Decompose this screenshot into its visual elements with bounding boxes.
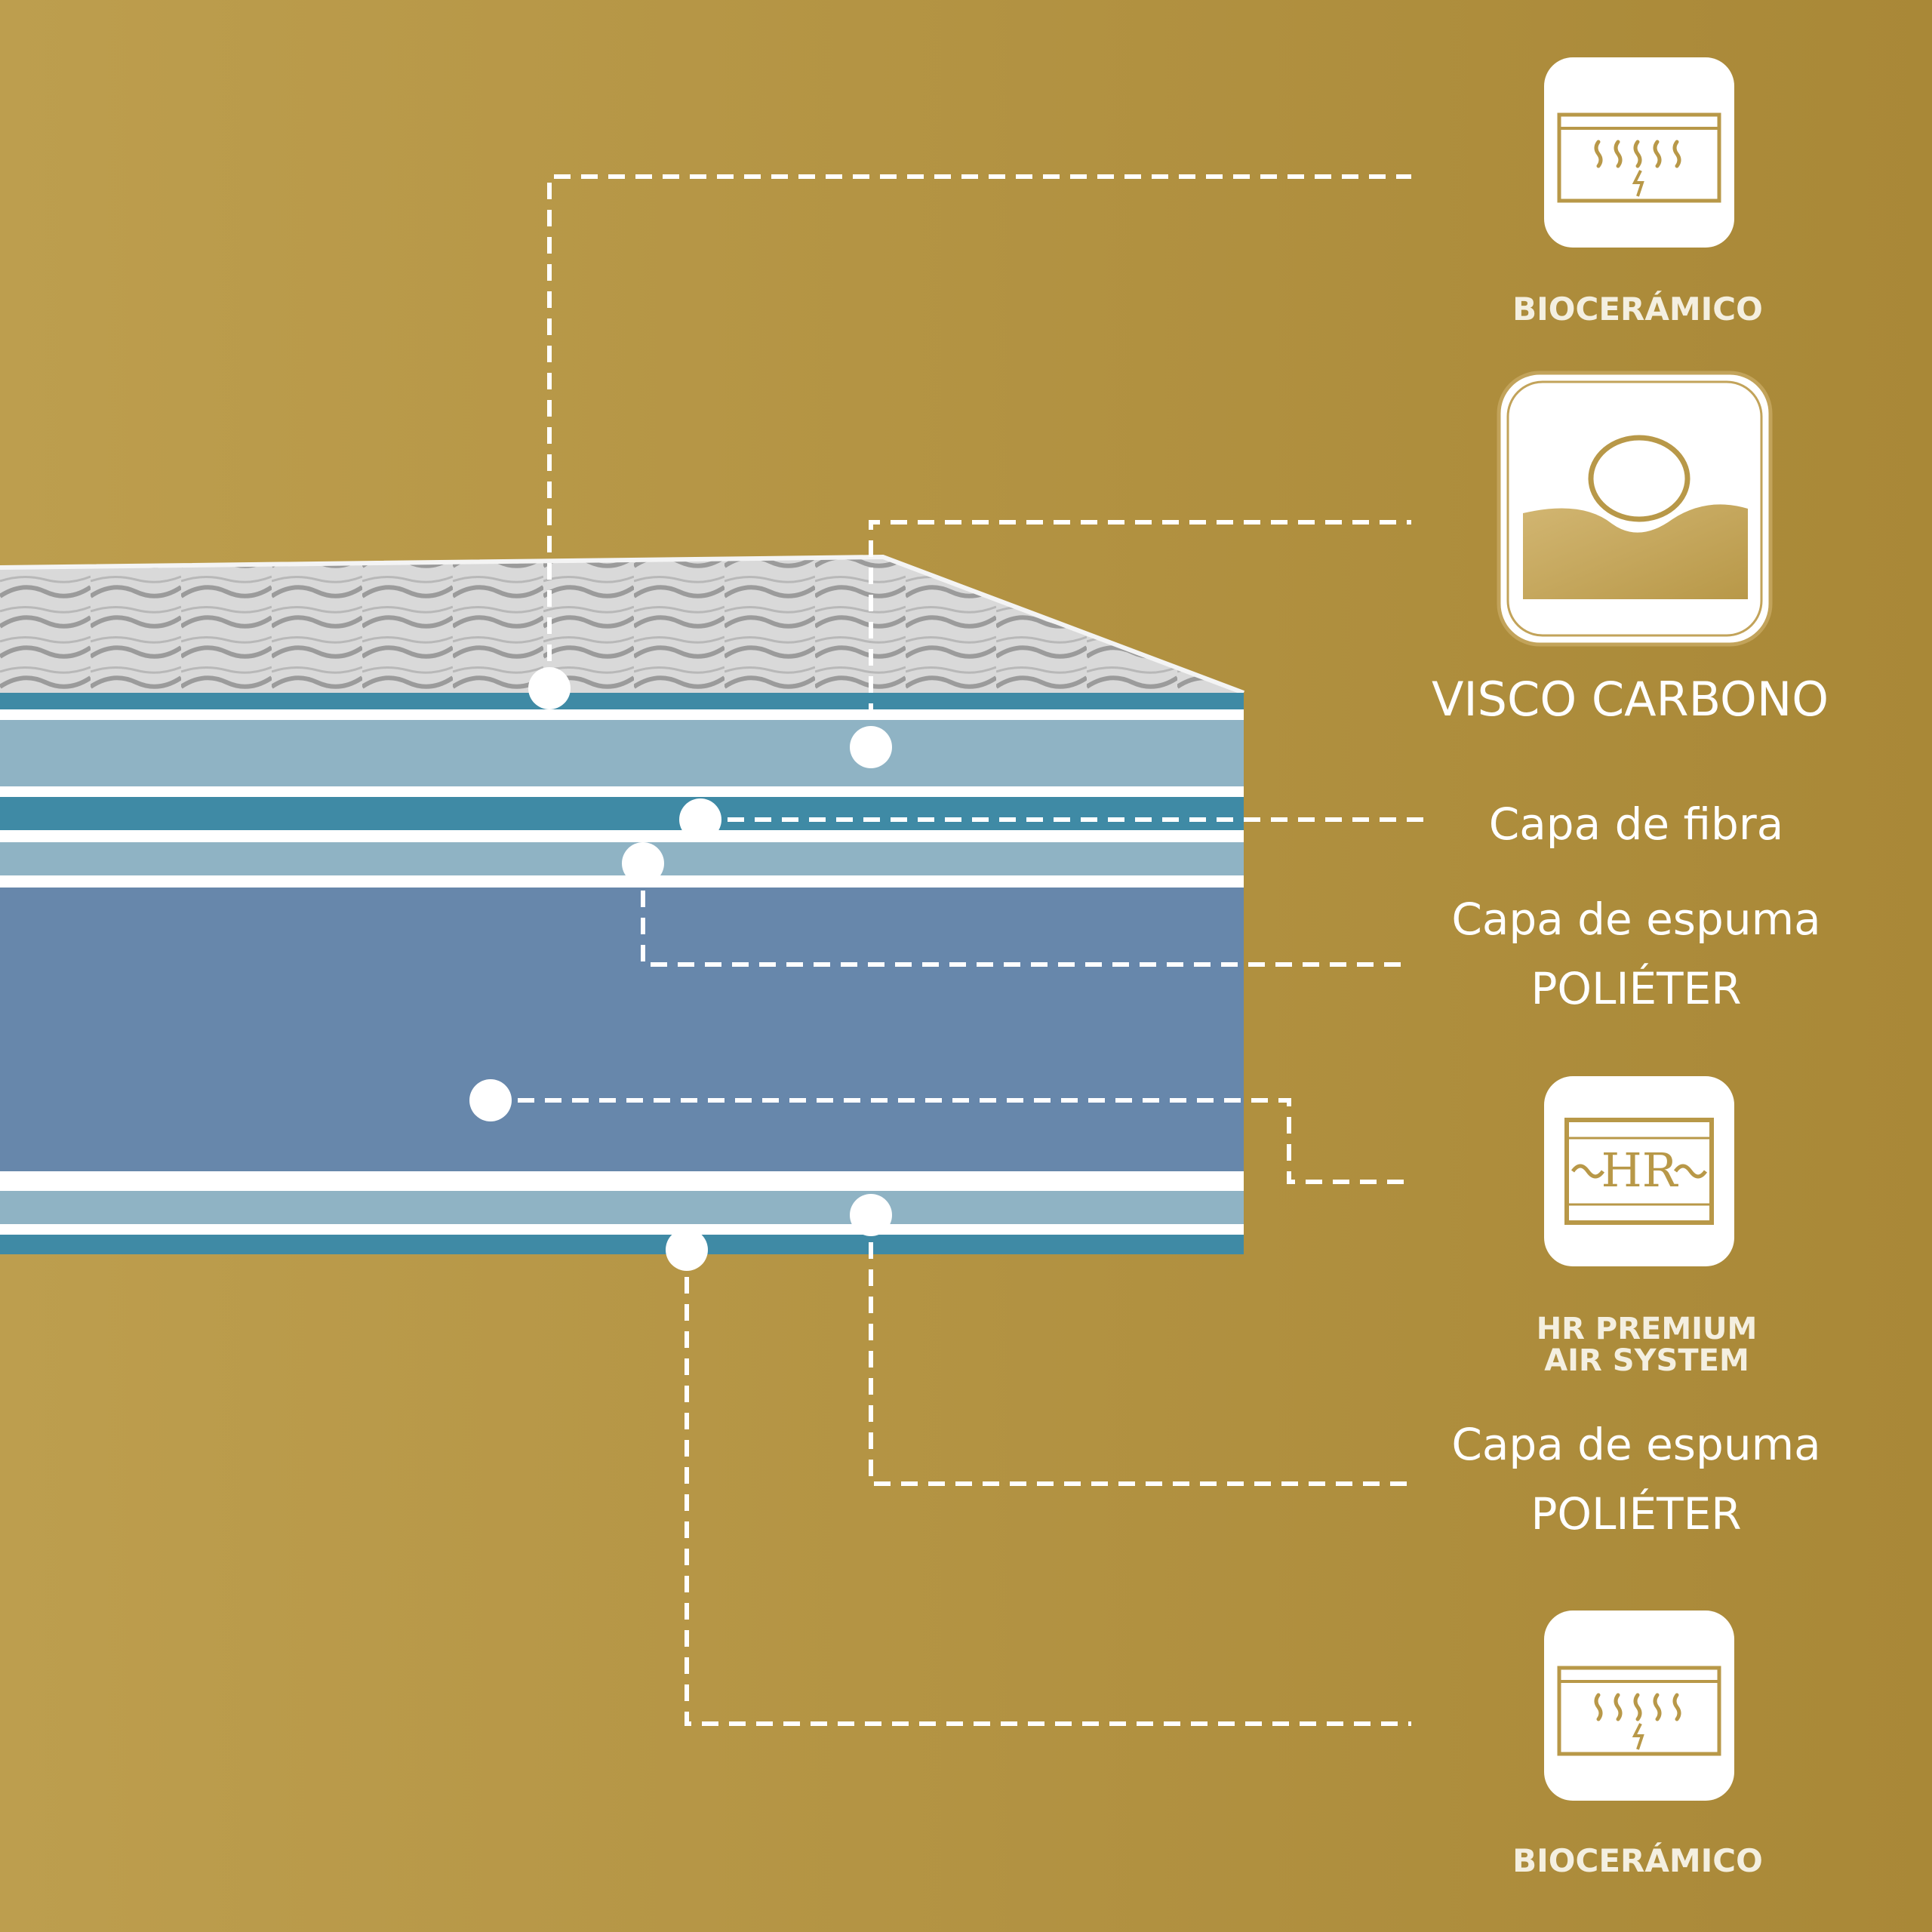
connector-dots bbox=[469, 667, 892, 1271]
dot-espuma-2 bbox=[850, 1194, 892, 1236]
label-capa-fibra: Capa de fibra bbox=[1489, 798, 1784, 850]
layer-gap bbox=[0, 786, 1244, 797]
leader-espuma-2 bbox=[869, 1215, 1411, 1486]
layer-gap bbox=[0, 830, 1244, 842]
label-hr-line1: HR PREMIUM bbox=[1537, 1312, 1758, 1346]
dot-bioceramic-bottom bbox=[666, 1229, 708, 1271]
label-espuma-1-line1: Capa de espuma bbox=[1451, 894, 1820, 945]
leader-bioceramic-top bbox=[547, 174, 1411, 688]
dot-visco bbox=[850, 726, 892, 768]
layer-bioceramic-bottom bbox=[0, 1235, 1244, 1254]
dot-hr bbox=[469, 1079, 512, 1121]
leader-visco bbox=[869, 520, 1411, 747]
label-bioceramic-bottom: BIOCERÁMICO bbox=[1512, 1841, 1763, 1879]
bioceramic-layer-icon bbox=[1544, 1611, 1734, 1801]
dot-bioceramic-top bbox=[528, 667, 571, 709]
hr-foam-block-icon: HR bbox=[1544, 1076, 1734, 1266]
layer-gap bbox=[0, 875, 1244, 888]
label-espuma-1-line2: POLIÉTER bbox=[1531, 962, 1741, 1014]
mattress-top-edge bbox=[0, 554, 1245, 695]
mattress-layer-stack bbox=[0, 693, 1244, 1254]
mattress-quilted-top bbox=[0, 557, 1244, 693]
memory-foam-pillow-icon bbox=[1497, 371, 1773, 647]
layer-espuma-polieter-2 bbox=[0, 1191, 1244, 1224]
dot-espuma-1 bbox=[622, 842, 664, 884]
label-espuma-2-line1: Capa de espuma bbox=[1451, 1419, 1820, 1470]
leader-lines bbox=[491, 174, 1434, 1726]
bioceramic-layer-icon bbox=[1544, 57, 1734, 248]
leader-espuma-1 bbox=[641, 863, 1411, 967]
layer-bioceramic-top bbox=[0, 693, 1244, 709]
label-bioceramic-top: BIOCERÁMICO bbox=[1512, 290, 1763, 328]
label-visco-carbono: VISCO CARBONO bbox=[1432, 672, 1829, 727]
label-espuma-2-line2: POLIÉTER bbox=[1531, 1487, 1741, 1540]
layer-gap bbox=[0, 1171, 1244, 1191]
layer-gap bbox=[0, 1224, 1244, 1235]
leader-bioceramic-bottom bbox=[685, 1250, 1411, 1726]
layer-visco-carbono bbox=[0, 720, 1244, 786]
layer-gap bbox=[0, 709, 1244, 720]
label-hr-line2: AIR SYSTEM bbox=[1544, 1343, 1749, 1378]
hr-icon-text: HR bbox=[1601, 1143, 1679, 1198]
layer-espuma-polieter-1 bbox=[0, 842, 1244, 875]
layer-fibra bbox=[0, 797, 1244, 830]
layer-hr-premium-core bbox=[0, 888, 1244, 1171]
dot-fibra bbox=[679, 798, 721, 841]
